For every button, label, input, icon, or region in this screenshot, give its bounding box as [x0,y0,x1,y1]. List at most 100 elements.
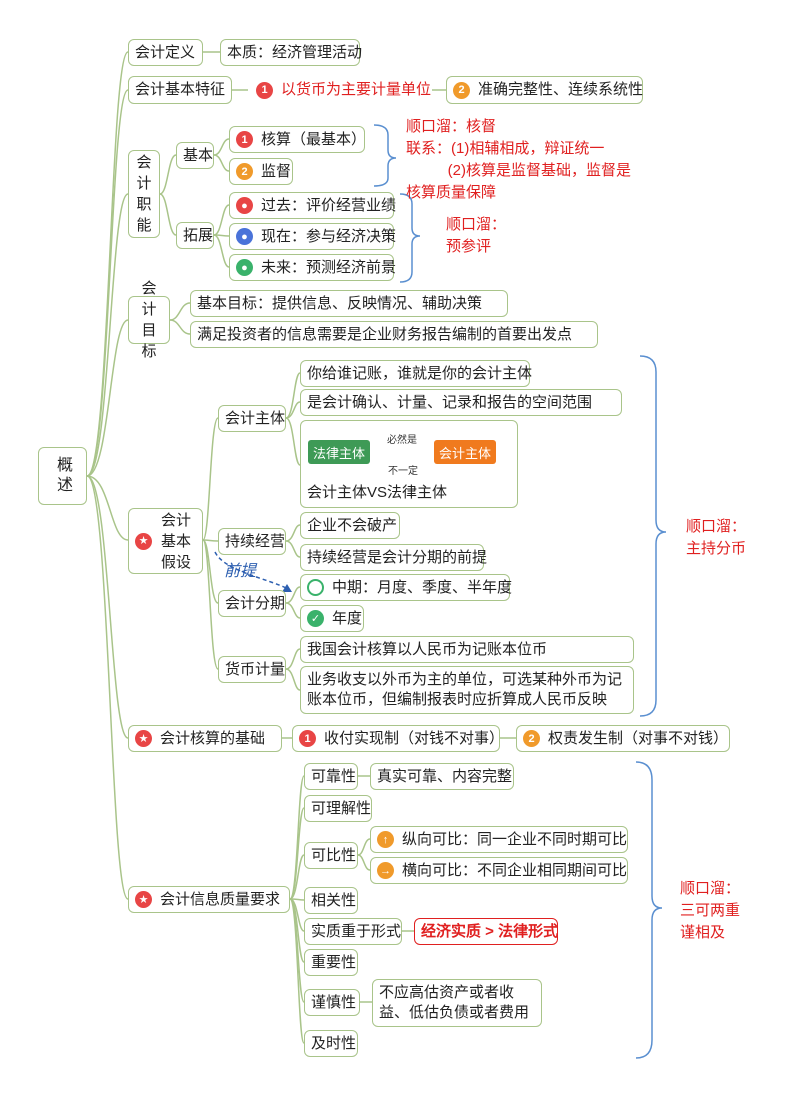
entity-item-1-label: 你给谁记账，谁就是你的会计主体 [307,364,533,382]
quality-compare-h[interactable]: → 横向可比：不同企业相同期间可比 [370,857,628,884]
quality-label: 会计信息质量要求 [160,890,281,908]
period-item-1[interactable]: 中期：月度、季度、半年度 [300,574,512,601]
entity-compare-caption: 会计主体VS法律主体 [307,484,448,501]
quality-material-label: 重要性 [311,953,357,971]
definition-label: 会计定义 [135,43,196,61]
assumptions-note: 顺口溜： 主持分币 [686,518,747,557]
goals-item-1[interactable]: 基本目标：提供信息、反映情况、辅助决策 [190,290,508,317]
money-item-1-label: 我国会计核算以人民币为记账本位币 [307,640,548,658]
functions-basic-label: 基本 [183,146,214,164]
functions-extend-present[interactable]: ● 现在：参与经济决策 [229,223,397,250]
entity-compare-panel[interactable]: 会计主体VS法律主体 [300,420,518,508]
money-item-2-label: 业务收支以外币为主的单位，可选某种外币为记账本位币，但编制报表时应折算成人民币反… [307,671,623,708]
number-2-icon: 2 [453,81,470,99]
functions-extend-node[interactable]: 拓展 [176,222,214,249]
root-node[interactable]: 概述 [38,447,87,505]
going-item-2[interactable]: 持续经营是会计分期的前提 [300,544,487,571]
quality-reliable-child[interactable]: 真实可靠、内容完整 [370,763,514,790]
pie-chart-icon [307,579,324,596]
money-item-2[interactable]: 业务收支以外币为主的单位，可选某种外币为记账本位币，但编制报表时应折算成人民币反… [300,666,634,714]
basis-label: 会计核算的基础 [160,729,266,747]
quality-prudence[interactable]: 谨慎性 [304,989,360,1016]
goals-item-2[interactable]: 满足投资者的信息需要是企业财务报告编制的首要出发点 [190,321,598,348]
quality-reliable-label: 可靠性 [311,767,357,785]
functions-extend-present-label: 现在：参与经济决策 [261,227,397,245]
goals-node[interactable]: 会计目标 [128,280,170,360]
entity-node[interactable]: 会计主体 [218,405,286,432]
entity-label: 会计主体 [225,409,286,427]
star-icon: ★ [135,891,152,908]
features-item-1-label: 以货币为主要计量单位 [281,81,432,98]
basis-node[interactable]: ★ 会计核算的基础 [128,725,282,752]
quality-timely[interactable]: 及时性 [304,1030,358,1057]
arrow-up-icon: ↑ [377,831,394,848]
quality-substance-child[interactable]: 经济实质 > 法律形式 [414,918,558,945]
quality-prudence-child[interactable]: 不应高估资产或者收益、低估负债或者费用 [372,979,542,1027]
quality-substance-child-label: 经济实质 > 法律形式 [421,922,559,940]
definition-child[interactable]: 本质：经济管理活动 [220,39,363,66]
goals-item-1-label: 基本目标：提供信息、反映情况、辅助决策 [197,294,483,312]
going-item-1[interactable]: 企业不会破产 [300,512,400,539]
entity-item-1[interactable]: 你给谁记账，谁就是你的会计主体 [300,360,533,387]
period-node[interactable]: 会计分期 [218,590,286,617]
quality-material[interactable]: 重要性 [304,949,358,976]
legal-entity-box: 法律主体 [308,440,370,464]
quality-prudence-child-label: 不应高估资产或者收益、低估负债或者费用 [379,984,530,1021]
features-item-2[interactable]: 2 准确完整性、连续系统性 [446,76,643,104]
period-item-2[interactable]: ✓ 年度 [300,605,364,632]
quality-understand[interactable]: 可理解性 [304,795,372,822]
features-label: 会计基本特征 [135,81,226,98]
money-item-1[interactable]: 我国会计核算以人民币为记账本位币 [300,636,634,663]
period-label: 会计分期 [225,594,286,612]
number-1-icon: 1 [256,81,273,99]
basis-item-1[interactable]: 1 收付实现制（对钱不对事） [292,725,504,752]
features-item-2-label: 准确完整性、连续系统性 [478,81,644,98]
goals-label: 会计目标 [141,280,157,360]
quality-reliable[interactable]: 可靠性 [304,763,358,790]
going-item-1-label: 企业不会破产 [307,516,398,534]
basis-item-2[interactable]: 2 权责发生制（对事不对钱） [516,725,730,752]
functions-note-2: 顺口溜： 预参评 [446,216,507,255]
features-item-1[interactable]: 1 以货币为主要计量单位 [256,80,431,100]
definition-child-label: 本质：经济管理活动 [227,43,363,61]
money-label: 货币计量 [225,660,286,678]
quality-substance-label: 实质重于形式 [311,922,402,940]
functions-basic-item-1[interactable]: 1 核算（最基本） [229,126,366,153]
basis-item-1-label: 收付实现制（对钱不对事） [324,729,505,747]
going-node[interactable]: 持续经营 [218,528,286,555]
money-node[interactable]: 货币计量 [218,656,286,683]
root-label: 概述 [54,456,71,496]
number-1-icon: 1 [299,730,316,747]
entity-item-2[interactable]: 是会计确认、计量、记录和报告的空间范围 [300,389,622,416]
entity-item-2-label: 是会计确认、计量、记录和报告的空间范围 [307,393,593,411]
definition-node[interactable]: 会计定义 [128,39,203,66]
quality-compare-h-label: 横向可比：不同企业相同期间可比 [402,861,628,879]
future-person-icon: ● [236,259,253,276]
going-label: 持续经营 [225,532,286,550]
functions-extend-future-label: 未来：预测经济前景 [261,258,397,276]
quality-prudence-label: 谨慎性 [311,993,357,1011]
quality-compare-label: 可比性 [311,846,357,864]
assumptions-node[interactable]: ★ 会计基本假设 [128,508,203,574]
quality-compare-v[interactable]: ↑ 纵向可比：同一企业不同时期可比 [370,826,628,853]
past-person-icon: ● [236,197,253,214]
quality-compare-v-label: 纵向可比：同一企业不同时期可比 [402,830,628,848]
functions-basic-node[interactable]: 基本 [176,142,214,169]
functions-node[interactable]: 会计职能 [128,150,160,238]
quality-substance[interactable]: 实质重于形式 [304,918,402,945]
functions-extend-past[interactable]: ● 过去：评价经营业绩 [229,192,397,219]
star-icon: ★ [135,532,152,550]
quality-compare[interactable]: 可比性 [304,842,358,869]
functions-label: 会计职能 [136,154,152,234]
functions-extend-past-label: 过去：评价经营业绩 [261,196,397,214]
functions-basic-item-2[interactable]: 2 监督 [229,158,293,185]
functions-basic-item-2-label: 监督 [261,162,292,180]
features-node[interactable]: 会计基本特征 [128,76,232,104]
check-icon: ✓ [307,610,324,627]
number-2-icon: 2 [236,163,253,180]
functions-extend-future[interactable]: ● 未来：预测经济前景 [229,254,397,281]
quality-relevant[interactable]: 相关性 [304,887,358,914]
goals-item-2-label: 满足投资者的信息需要是企业财务报告编制的首要出发点 [197,325,573,343]
quality-node[interactable]: ★ 会计信息质量要求 [128,886,290,913]
